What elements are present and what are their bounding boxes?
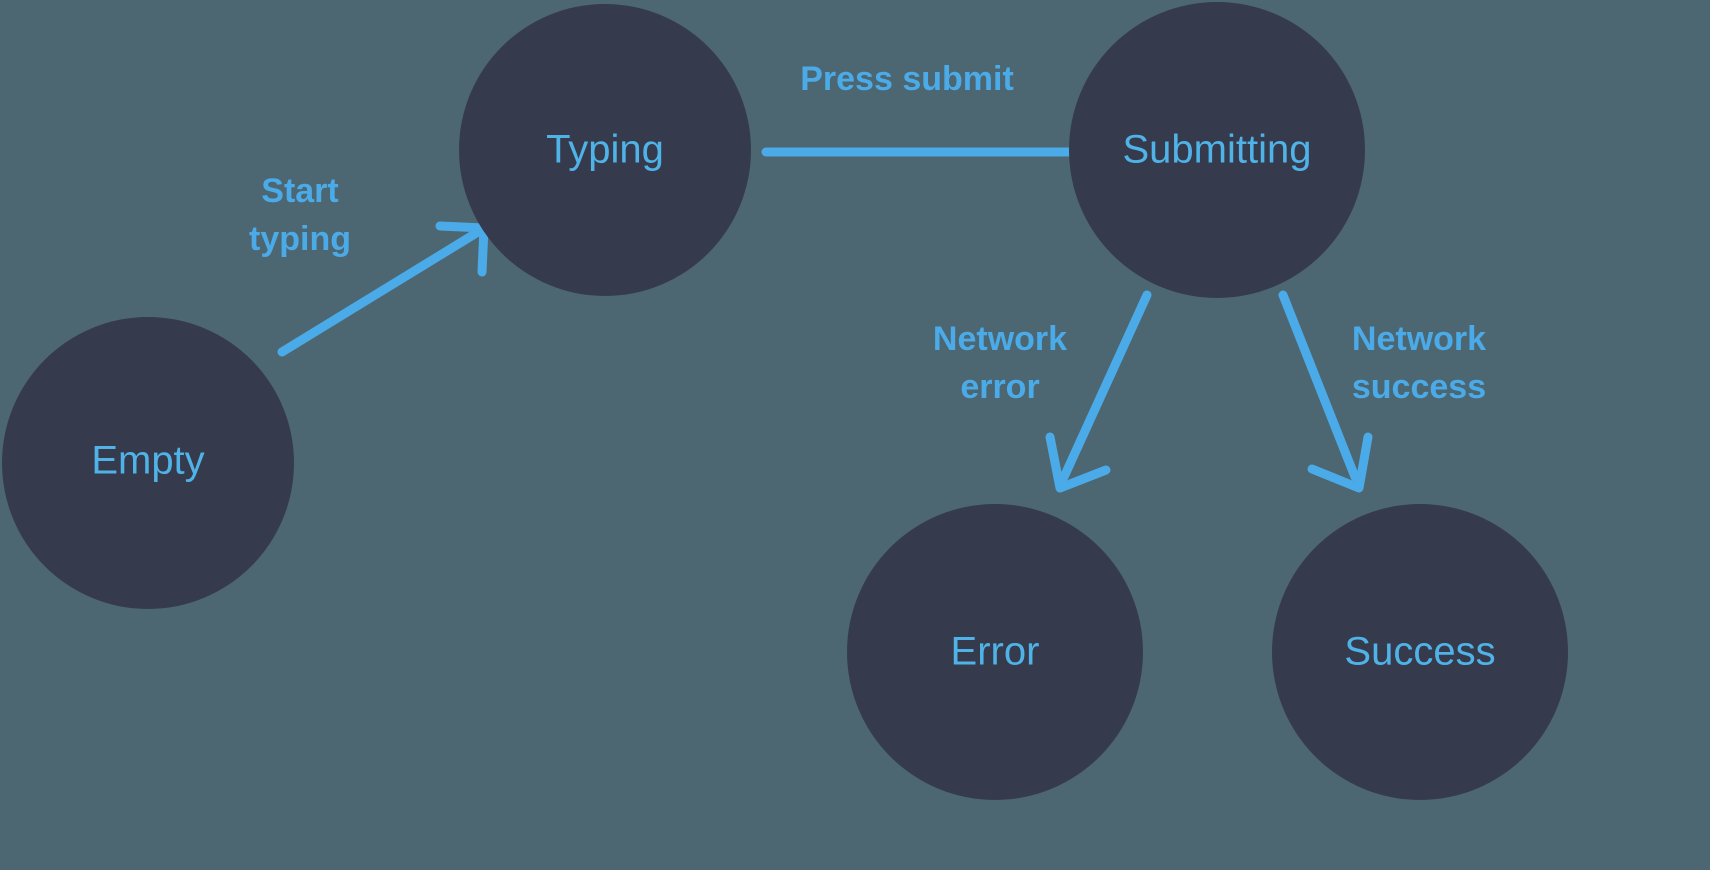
edge-submitting-to-success-arrowhead: [1307, 432, 1373, 493]
edge-submitting-to-error-arrowhead: [1045, 432, 1111, 493]
node-typing-circle[interactable]: [459, 4, 751, 296]
node-success-circle[interactable]: [1272, 504, 1568, 800]
node-submitting-label: Submitting: [1123, 128, 1312, 172]
edge-submitting-to-error: [1045, 290, 1152, 493]
node-typing[interactable]: Typing: [459, 4, 751, 296]
edge-submitting-to-error-line: [1059, 290, 1152, 482]
edge-empty-to-typing-line: [277, 227, 483, 357]
node-submitting-circle[interactable]: [1069, 2, 1365, 298]
edge-label-press-submit: Press submit: [800, 60, 1014, 98]
edge-label-network-error: Network error: [933, 320, 1067, 406]
node-error-circle[interactable]: [847, 504, 1143, 800]
node-success-label: Success: [1344, 630, 1495, 674]
edge-label-network-success: Network success: [1352, 320, 1486, 406]
node-empty-label: Empty: [91, 439, 204, 483]
node-typing-label: Typing: [546, 128, 664, 172]
node-empty[interactable]: Empty: [2, 317, 294, 609]
edge-label-network-error-line-2: error: [960, 368, 1039, 406]
edge-label-start-typing-line-1: Start: [261, 172, 338, 210]
edge-label-network-error-line-1: Network: [933, 320, 1067, 358]
node-submitting[interactable]: Submitting: [1069, 2, 1365, 298]
edge-submitting-to-success-line: [1278, 290, 1360, 482]
edge-label-network-success-line-2: success: [1352, 368, 1486, 406]
node-empty-circle[interactable]: [2, 317, 294, 609]
edge-label-start-typing-line-2: typing: [249, 220, 351, 258]
edge-label-start-typing: Start typing: [249, 172, 351, 258]
edge-submitting-to-success: [1278, 290, 1373, 493]
edge-label-press-submit-line-1: Press submit: [800, 60, 1014, 98]
edge-label-network-success-line-1: Network: [1352, 320, 1486, 358]
node-error[interactable]: Error: [847, 504, 1143, 800]
node-error-label: Error: [951, 630, 1040, 674]
node-success[interactable]: Success: [1272, 504, 1568, 800]
